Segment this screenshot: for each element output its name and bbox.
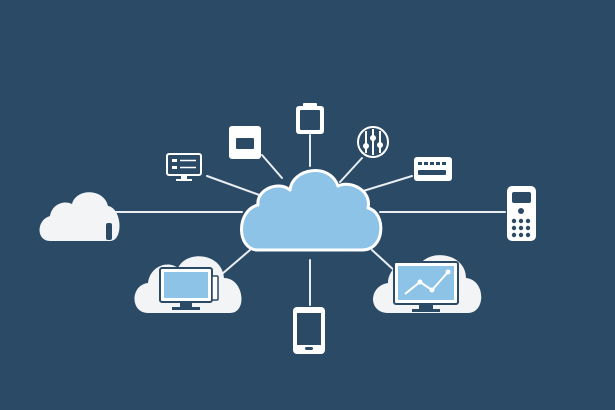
central-cloud-icon (240, 169, 383, 252)
connector-control-knob (339, 157, 363, 183)
connector-router (359, 175, 413, 193)
connector-card-box (261, 154, 283, 179)
tablet-icon (296, 103, 324, 134)
connector-monitor (206, 175, 263, 197)
smartphone-icon (293, 307, 325, 354)
cloud-desktop-icon (134, 256, 242, 313)
connector-desktop-cloud (221, 249, 251, 275)
cloud-laptop-icon (373, 255, 482, 313)
connectors (109, 134, 506, 306)
connector-laptop-cloud (371, 249, 397, 273)
dial-control-icon (357, 126, 389, 158)
cloud-server-icon (39, 192, 120, 241)
remote-control-icon (507, 186, 536, 241)
monitor-icon (166, 153, 202, 181)
card-icon (229, 126, 261, 159)
router-icon (414, 157, 452, 181)
